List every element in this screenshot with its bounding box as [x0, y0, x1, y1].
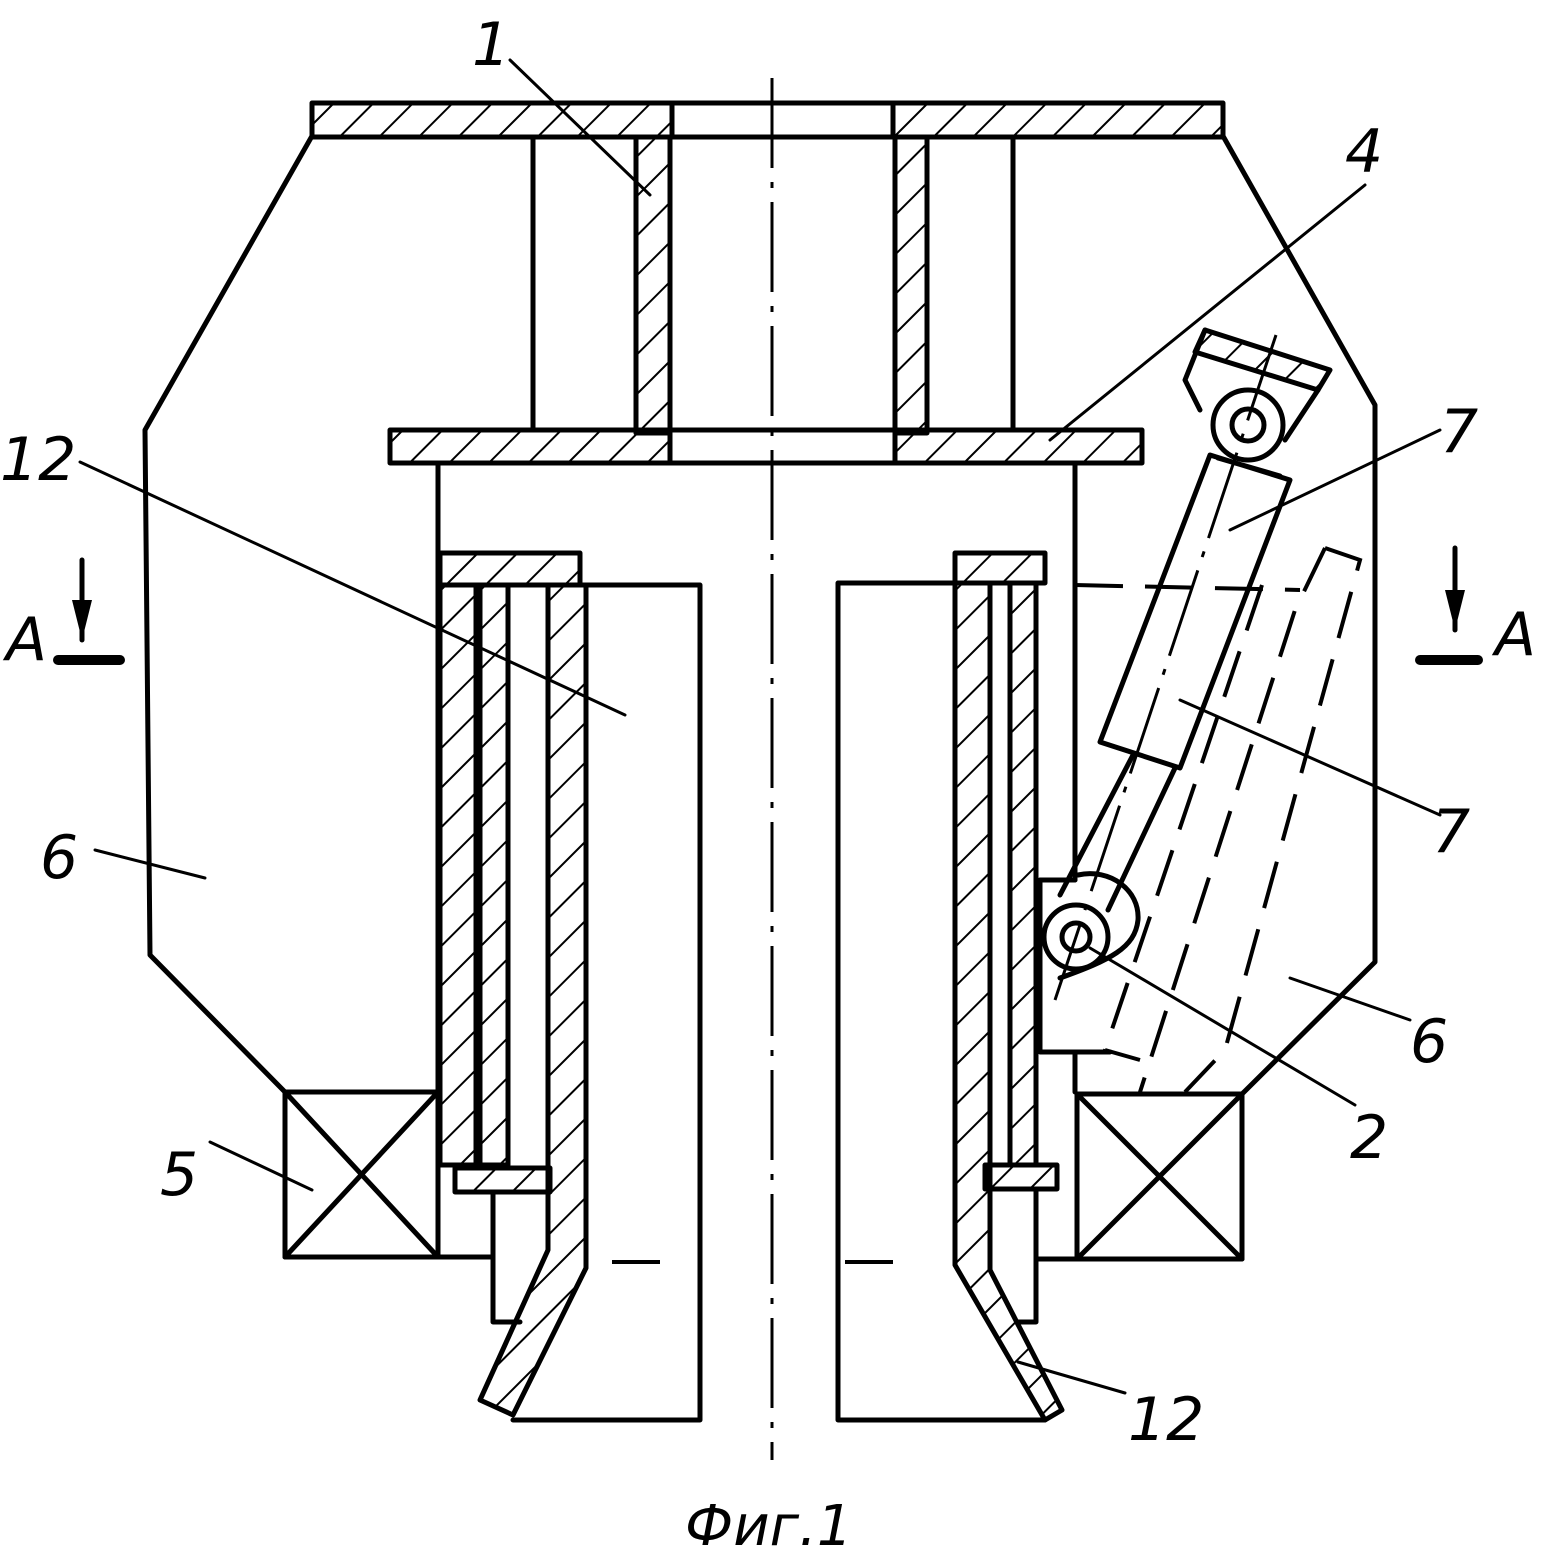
figure-caption: Фиг.1 [685, 1494, 852, 1559]
section-marker-right: A [1420, 548, 1536, 670]
cylinder-body [1100, 455, 1290, 768]
outer-housing [145, 136, 1375, 1094]
top-flange-right [893, 103, 1223, 137]
section-marker-left: A [2, 560, 120, 675]
section-label-right: A [1491, 600, 1536, 670]
callout-1: 1 [472, 10, 510, 80]
callout-5: 5 [160, 1140, 198, 1210]
shaft-sleeve-left [636, 137, 670, 433]
left-tube-cap [440, 553, 580, 585]
left-outer-wall [440, 585, 476, 1165]
left-inner-channel [493, 585, 700, 1420]
callout-12-lower: 12 [1128, 1385, 1204, 1455]
callout-12-upper: 12 [0, 425, 76, 495]
right-inner-wall [1010, 583, 1036, 1165]
callout-6-left: 6 [40, 823, 78, 893]
callout-4: 4 [1345, 117, 1383, 187]
left-tube-base [455, 1168, 550, 1192]
callout-7-lower: 7 [1432, 797, 1470, 867]
section-label-left: A [2, 605, 47, 675]
callout-2: 2 [1350, 1103, 1388, 1173]
right-tube-base [985, 1165, 1057, 1189]
callout-7-upper: 7 [1440, 397, 1478, 467]
bearing-right [1036, 1094, 1242, 1259]
left-inner-wall [480, 585, 508, 1165]
section-dash-line [1075, 585, 1300, 590]
plate-4-right [895, 430, 1142, 463]
plate-4-left [390, 430, 670, 463]
callout-6-right: 6 [1410, 1007, 1448, 1077]
right-tube-cap [955, 553, 1045, 583]
shaft-sleeve-right [895, 137, 927, 433]
top-flange [312, 103, 672, 137]
